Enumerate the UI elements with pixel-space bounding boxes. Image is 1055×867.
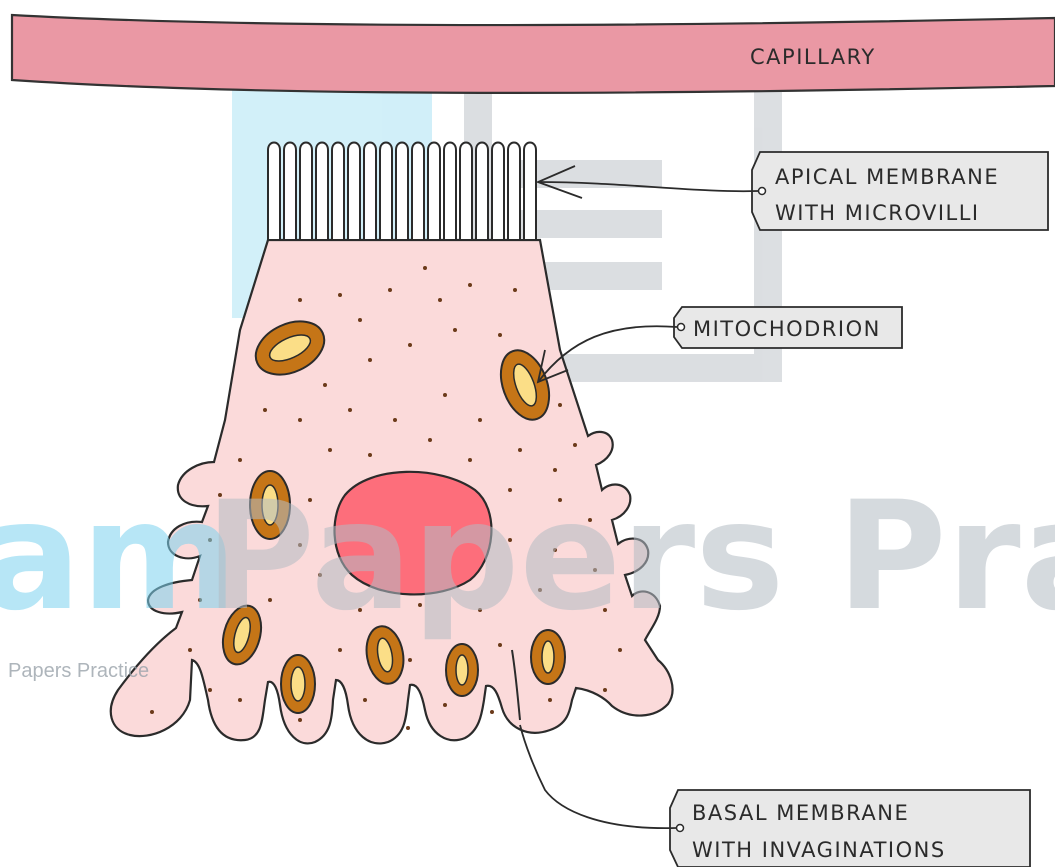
watermark-text-left: am xyxy=(0,470,238,644)
watermark-text-right: Papers Practic xyxy=(205,470,1055,644)
microvilli xyxy=(268,143,536,241)
basal-pointer xyxy=(520,725,676,828)
watermark-small-text: Papers Practice xyxy=(8,660,149,682)
capillary-label: CAPILLARY xyxy=(750,45,876,69)
mitochondrion-label: MITOCHODRION xyxy=(674,307,902,348)
capillary xyxy=(12,15,1055,93)
apical-label-line2: WITH MICROVILLI xyxy=(775,201,980,225)
apical-membrane-label: APICAL MEMBRANE WITH MICROVILLI xyxy=(752,152,1048,230)
mitochondrion-label-text: MITOCHODRION xyxy=(693,317,881,341)
basal-membrane-label: BASAL MEMBRANE WITH INVAGINATIONS xyxy=(670,790,1030,867)
apical-label-line1: APICAL MEMBRANE xyxy=(775,165,999,189)
basal-label-line1: BASAL MEMBRANE xyxy=(692,801,909,825)
mitochondrion-5 xyxy=(281,655,315,713)
mitochondrion-7 xyxy=(446,644,478,696)
basal-label-line2: WITH INVAGINATIONS xyxy=(692,838,946,862)
